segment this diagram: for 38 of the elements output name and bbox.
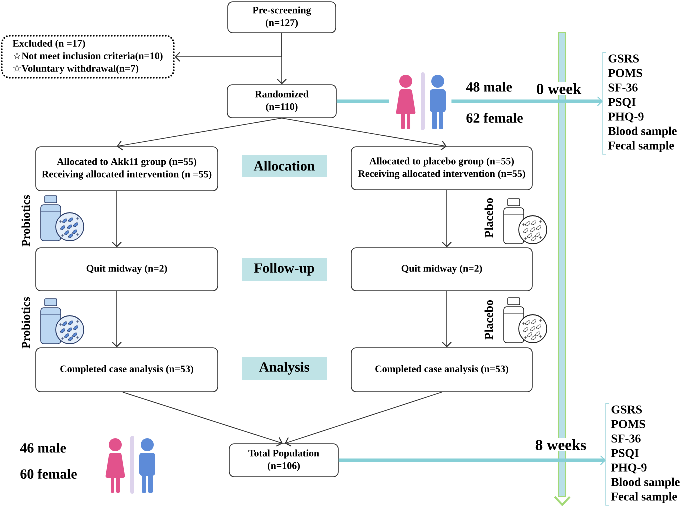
edge-label: 0 week [535, 82, 583, 96]
vertical-label: Placebo [484, 198, 494, 238]
arrow [452, 96, 603, 106]
process-box: Pre-screening (n=127) [228, 2, 336, 34]
arrow [282, 118, 447, 151]
connector-line [336, 100, 390, 104]
vertical-label: Probiotics [22, 297, 30, 349]
stage-label: Analysis [242, 357, 327, 380]
participant-count: 48 male [466, 82, 512, 92]
process-box: Quit midway (n=2) [351, 248, 533, 292]
arrow [112, 291, 122, 348]
arrow [174, 33, 282, 62]
process-box: Allocated to Akk11 group (n=55) Receiving allocated intervention (n =55) [36, 146, 218, 192]
arrow [442, 291, 452, 348]
arrow [442, 190, 452, 248]
participant-count: 62 female [466, 113, 523, 123]
process-box: Quit midway (n=2) [36, 248, 218, 292]
vertical-label: Placebo [484, 300, 494, 340]
dotted-box: Excluded (n =17) ☆Not meet inclusion criteria(n=10) ☆Voluntary withdrawal(n=7) [1, 35, 175, 79]
stage-label: Follow-up [242, 258, 327, 281]
arrow [112, 191, 122, 248]
process-box: Randomized (n=110) [227, 84, 337, 118]
participant-count: 60 female [20, 469, 77, 479]
process-box: Completed case analysis (n=53) [36, 348, 218, 392]
participant-count: 46 male [20, 443, 66, 453]
arrow [122, 392, 283, 447]
process-box: Total Population (n=106) [229, 444, 339, 478]
process-box: Allocated to placebo group (n=55) Receiving allocated intervention (n=55) [351, 146, 533, 190]
edge-label: 8 weeks [534, 438, 588, 452]
arrow [285, 392, 442, 447]
process-box: Completed case analysis (n=53) [351, 348, 533, 392]
people-icon [396, 72, 446, 130]
arrow [117, 118, 282, 151]
vertical-label: Probiotics [22, 195, 30, 247]
bracketed-list: GSRS POMS SF-36 PSQI PHQ-9 Blood sample Fecal sample [602, 52, 677, 155]
stage-label: Allocation [242, 155, 327, 177]
arrow [338, 456, 606, 466]
bracketed-list: GSRS POMS SF-36 PSQI PHQ-9 Blood sample Fecal sample [606, 403, 680, 506]
